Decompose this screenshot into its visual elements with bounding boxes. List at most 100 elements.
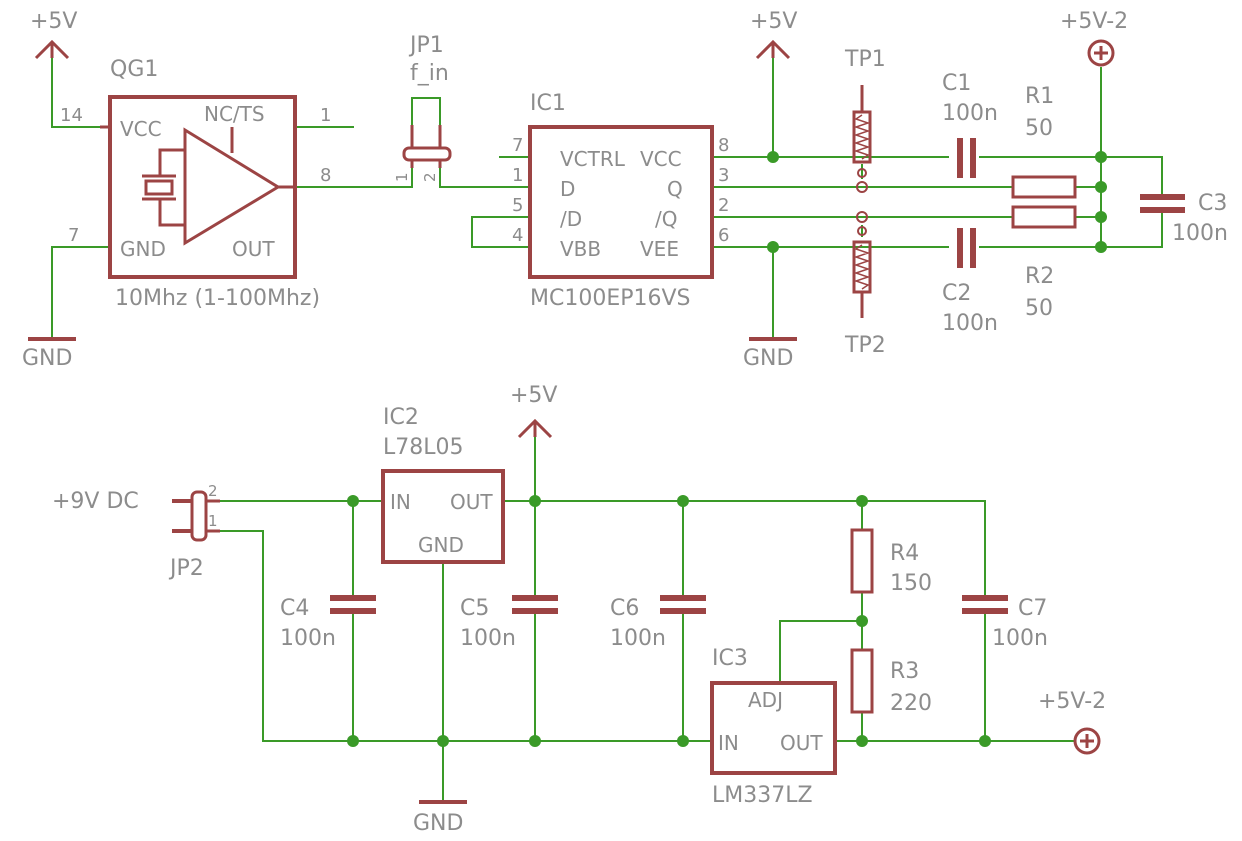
r4-value: 150 (890, 571, 932, 596)
jp2-connector: 2 1 +9V DC JP2 (52, 482, 220, 581)
c5-name: C5 (460, 596, 489, 621)
c1-name: C1 (942, 71, 971, 96)
qg1-value: 10Mhz (1-100Mhz) (115, 286, 320, 311)
ic1-value: MC100EP16VS (530, 286, 691, 311)
c7-name: C7 (1018, 596, 1047, 621)
ic2-regulator: IC2 L78L05 IN OUT GND (381, 405, 505, 564)
input-voltage-label: +9V DC (52, 489, 139, 514)
qg1-pin-gnd: GND (120, 237, 166, 261)
ic1-pin-vbb: VBB (560, 237, 601, 261)
qg1-pinnum-gnd: 7 (68, 225, 79, 246)
ic1-pinnum-nq: 2 (718, 195, 729, 216)
gnd-label-c: GND (413, 811, 463, 836)
ic3-name: IC3 (712, 646, 748, 671)
power-5v2-symbol-a: +5V-2 (1060, 9, 1128, 67)
qg1-pin-out: OUT (232, 237, 275, 261)
power-5v2-symbol-b: +5V-2 (1038, 689, 1106, 755)
c6-name: C6 (610, 596, 639, 621)
power-5v2-label-b: +5V-2 (1038, 689, 1106, 714)
ic1-pin-vee: VEE (640, 237, 679, 261)
r3-resistor: R3 220 (850, 648, 932, 716)
ic1-pin-nq: /Q (655, 207, 677, 231)
ic3-pin-adj: ADJ (748, 688, 783, 712)
c5-capacitor: C5 100n (460, 595, 558, 651)
junctions-top (767, 151, 1107, 253)
ic2-pin-gnd: GND (418, 533, 464, 557)
ic3-pin-out: OUT (780, 731, 823, 755)
gnd-symbol-c: GND (413, 800, 467, 836)
jp1-jumper: JP1 f_in 1 2 (393, 33, 452, 182)
c4-value: 100n (280, 626, 336, 651)
c4-name: C4 (280, 596, 309, 621)
jp2-pin1: 1 (208, 512, 218, 530)
jp1-pin1: 1 (393, 172, 411, 182)
qg1-pin-nc: NC/TS (204, 102, 265, 126)
qg1-pinnum-vcc: 14 (60, 105, 83, 126)
r2-name: R2 (1025, 264, 1054, 289)
c6-capacitor: C6 100n (610, 595, 706, 651)
tp2-name: TP2 (844, 333, 886, 358)
c4-capacitor: C4 100n (280, 595, 376, 651)
gnd-label-a: GND (22, 346, 72, 371)
power-5v-label-b: +5V (750, 9, 797, 34)
power-5v-symbol-b: +5V (750, 9, 797, 60)
ic2-pin-out: OUT (450, 490, 493, 514)
c6-value: 100n (610, 626, 666, 651)
ic3-regulator: IC3 ADJ IN OUT LM337LZ (710, 646, 837, 808)
ic2-name: IC2 (383, 405, 419, 430)
ic3-value: LM337LZ (712, 783, 813, 808)
jp1-pin2: 2 (421, 172, 439, 182)
ic2-value: L78L05 (383, 435, 464, 460)
r3-value: 220 (890, 691, 932, 716)
power-5v-symbol-c: +5V (510, 383, 557, 439)
tp2-testpoint: TP2 (844, 211, 886, 358)
jp2-name: JP2 (168, 556, 204, 581)
ic1-pin-vctrl: VCTRL (560, 147, 626, 171)
c3-value: 100n (1172, 221, 1228, 246)
ic1-pinnum-vcc: 8 (718, 135, 729, 156)
junctions-bottom (347, 495, 991, 747)
jp2-pin2: 2 (208, 482, 218, 500)
ic3-pin-in: IN (718, 731, 739, 755)
gnd-label-b: GND (743, 346, 793, 371)
r2-value: 50 (1025, 296, 1053, 321)
c7-value: 100n (992, 626, 1048, 651)
power-5v2-label-a: +5V-2 (1060, 9, 1128, 34)
qg1-pinnum-out: 8 (320, 165, 331, 186)
ic1-pinnum-vbb: 4 (512, 225, 523, 246)
r4-resistor: R4 150 (850, 528, 932, 596)
c2-name: C2 (942, 281, 971, 306)
tp1-name: TP1 (844, 47, 886, 72)
ic1-name: IC1 (530, 91, 566, 116)
c3-capacitor: C3 100n (1140, 191, 1228, 246)
gnd-symbol-a: GND (22, 337, 76, 371)
ic1-pinnum-q: 3 (718, 165, 729, 186)
gnd-symbol-b: GND (743, 337, 797, 371)
qg1-name: QG1 (110, 57, 158, 82)
power-5v-symbol-a: +5V (30, 9, 77, 60)
c3-name: C3 (1198, 191, 1227, 216)
r1-value: 50 (1025, 116, 1053, 141)
ic1-pinnum-vctrl: 7 (512, 135, 523, 156)
r3-name: R3 (890, 659, 919, 684)
ic1-pin-nd: /D (560, 207, 582, 231)
ic1-pin-d: D (560, 177, 575, 201)
r2-resistor: R2 50 (1011, 205, 1077, 321)
c7-capacitor: C7 100n (962, 595, 1048, 651)
qg1-oscillator: QG1 VCC GND NC/TS OUT 14 7 1 8 10Mhz (1-… (60, 57, 331, 311)
r4-name: R4 (890, 541, 919, 566)
jp1-value: f_in (410, 61, 449, 86)
ic2-pin-in: IN (390, 490, 411, 514)
c2-capacitor: C2 100n (942, 228, 998, 336)
ic1-chip: IC1 VCTRL VCC D Q /D /Q VBB VEE 7 1 5 4 … (512, 91, 729, 311)
c1-capacitor: C1 100n (942, 71, 998, 178)
ic1-pin-vcc: VCC (640, 147, 682, 171)
ic1-pinnum-vee: 6 (718, 225, 729, 246)
power-5v-label-c: +5V (510, 383, 557, 408)
qg1-pinnum-nc: 1 (320, 105, 331, 126)
c1-value: 100n (942, 101, 998, 126)
ic1-pinnum-d: 1 (512, 165, 523, 186)
tp1-testpoint: TP1 (844, 47, 886, 193)
ic1-pinnum-nd: 5 (512, 195, 523, 216)
